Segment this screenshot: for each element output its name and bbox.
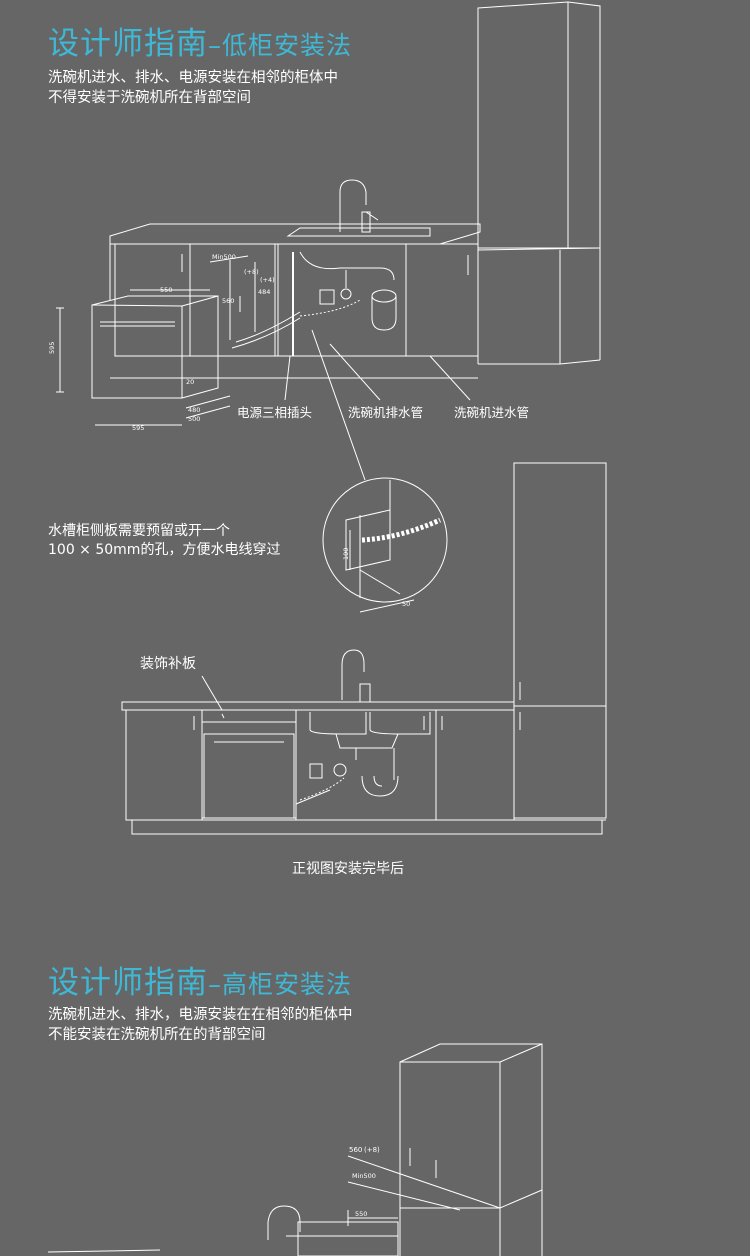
dim-560: 560 bbox=[222, 297, 234, 305]
dim-595-vertical: 595 bbox=[48, 342, 56, 354]
section2-title: 设计师指南–高柜安装法 bbox=[48, 957, 352, 1002]
section1-title-main: 设计师指南 bbox=[48, 26, 208, 62]
dim-min500-tall: Min500 bbox=[352, 1172, 376, 1180]
dim-480: 480 bbox=[188, 406, 200, 414]
section2-title-dash: – bbox=[208, 970, 222, 1000]
hole-note: 水槽柜侧板需要预留或开一个 100 × 50mm的孔，方便水电线穿过 bbox=[48, 522, 280, 560]
label-inlet-hose: 洗碗机进水管 bbox=[454, 405, 530, 420]
hole-note-line1: 水槽柜侧板需要预留或开一个 bbox=[48, 523, 230, 539]
section1-desc: 洗碗机进水、排水、电源安装在相邻的柜体中 不得安装于洗碗机所在背部空间 bbox=[48, 68, 338, 108]
section2-desc-line2: 不能安装在洗碗机所在的背部空间 bbox=[48, 1027, 266, 1043]
section1-desc-line1: 洗碗机进水、排水、电源安装在相邻的柜体中 bbox=[48, 70, 338, 86]
dim-min500: Min500 bbox=[212, 253, 236, 261]
section2-desc: 洗碗机进水、排水，电源安装在在相邻的柜体中 不能安装在洗碗机所在的背部空间 bbox=[48, 1005, 353, 1045]
label-power-plug: 电源三相插头 bbox=[237, 405, 313, 420]
dim-550: 550 bbox=[160, 286, 172, 294]
section1-desc-line2: 不得安装于洗碗机所在背部空间 bbox=[48, 90, 251, 106]
section2-desc-line1: 洗碗机进水、排水，电源安装在在相邻的柜体中 bbox=[48, 1007, 353, 1023]
front-view-diagram bbox=[121, 462, 607, 835]
section2-title-main: 设计师指南 bbox=[48, 965, 208, 1001]
label-drain-hose: 洗碗机排水管 bbox=[348, 405, 424, 420]
dim-plus4: (+4) bbox=[260, 276, 275, 284]
dim-plus8-tall: (+8) bbox=[364, 1146, 380, 1154]
tall-cabinet-diagram bbox=[47, 1043, 543, 1256]
dim-484: 484 bbox=[258, 288, 270, 296]
dim-20: 20 bbox=[186, 378, 194, 386]
low-cabinet-perspective-diagram bbox=[56, 1, 601, 481]
section1-title: 设计师指南–低柜安装法 bbox=[48, 18, 352, 63]
dim-560-tall: 560 bbox=[349, 1146, 362, 1154]
front-view-caption: 正视图安装完毕后 bbox=[292, 861, 404, 877]
side-panel-hole-detail bbox=[322, 477, 448, 613]
dim-550-tall: 550 bbox=[355, 1210, 367, 1218]
dim-595-horizontal: 595 bbox=[132, 424, 144, 432]
label-decor-panel: 装饰补板 bbox=[140, 656, 196, 672]
dim-50: 50 bbox=[402, 600, 410, 608]
dim-plus8: (+8) bbox=[244, 268, 259, 276]
section2-title-sub: 高柜安装法 bbox=[222, 970, 353, 999]
dim-100: 100 bbox=[342, 548, 350, 560]
hole-note-line2: 100 × 50mm的孔，方便水电线穿过 bbox=[48, 542, 281, 558]
dim-500: 500 bbox=[188, 415, 200, 423]
section1-title-dash: – bbox=[208, 31, 222, 61]
section1-title-sub: 低柜安装法 bbox=[222, 31, 353, 60]
